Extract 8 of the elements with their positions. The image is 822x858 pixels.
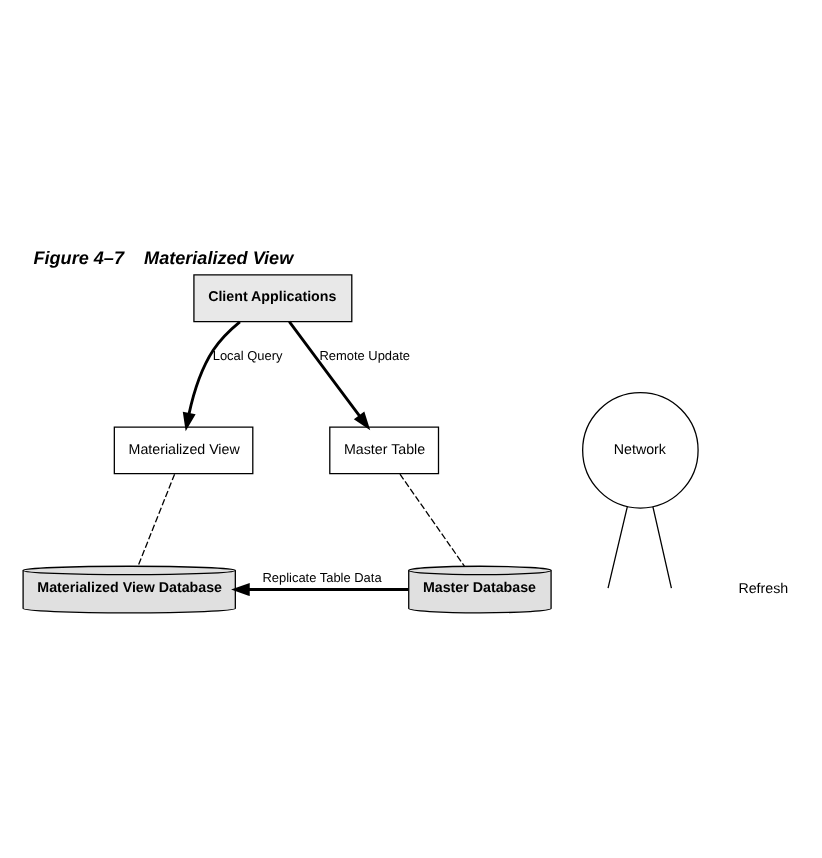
arrow: [288, 320, 371, 431]
connector: [137, 473, 176, 567]
arrow: [182, 320, 241, 432]
diagram-title: Figure 4–7 Materialized View: [33, 247, 294, 268]
connector: [652, 506, 673, 589]
connector: [399, 473, 466, 567]
arrow: [231, 583, 409, 597]
connector: [607, 506, 628, 589]
